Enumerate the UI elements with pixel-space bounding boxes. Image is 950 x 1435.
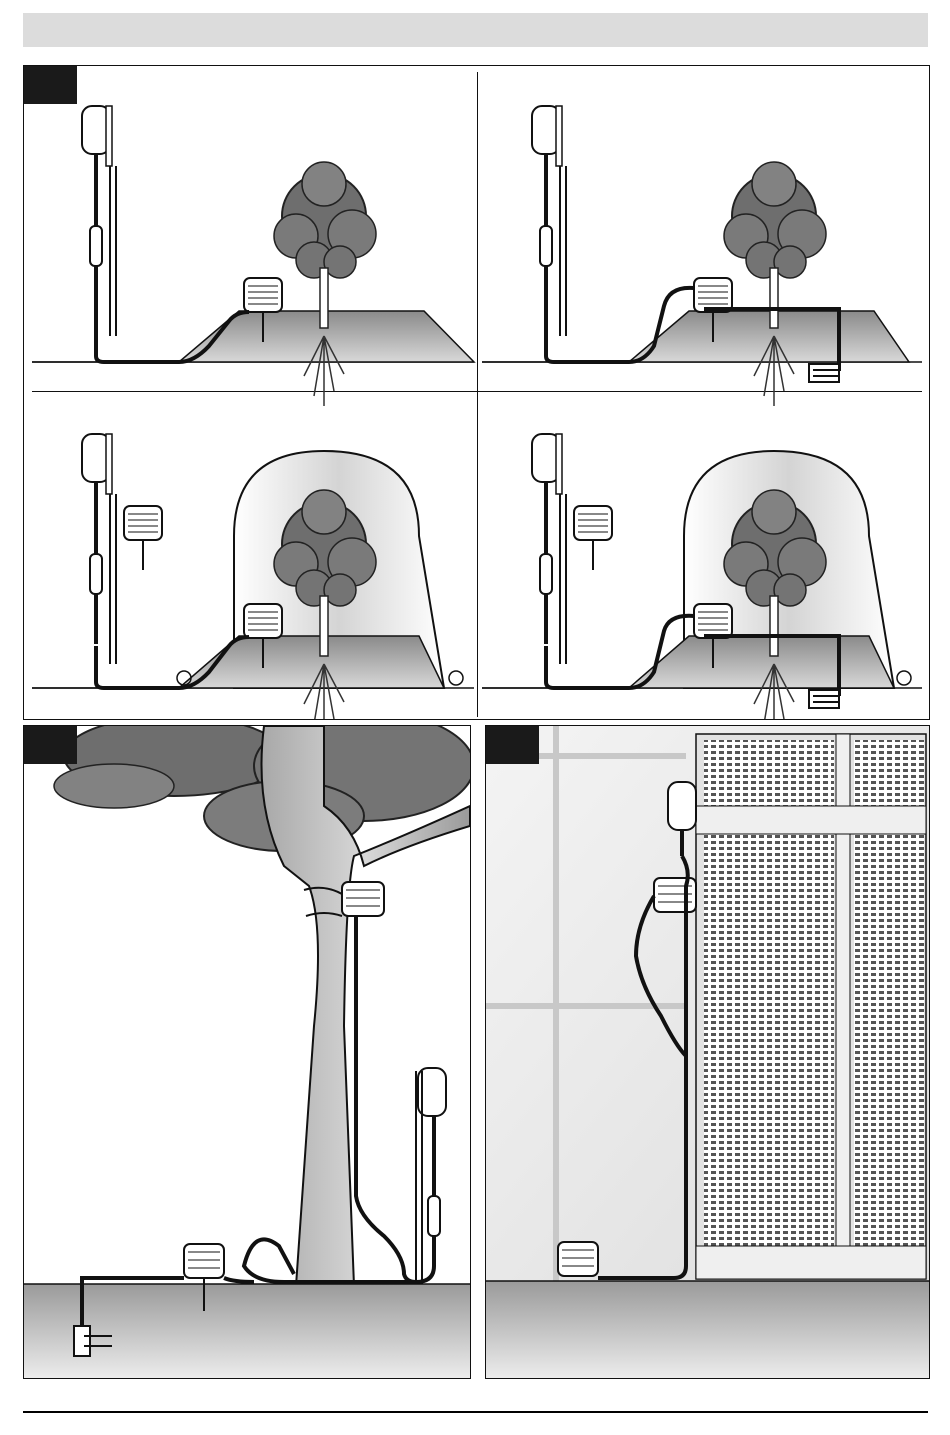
panel-garden-bed-extension xyxy=(482,106,922,406)
figure-b-step-tab xyxy=(24,726,77,764)
panel-greenhouse-extension xyxy=(482,434,922,719)
figure-c-artwork xyxy=(486,726,929,1378)
panel-garden-bed-basic xyxy=(32,106,474,406)
panel-greenhouse-basic xyxy=(32,434,474,719)
figure-c-frame xyxy=(485,725,930,1379)
soil-stake-icon xyxy=(809,364,839,382)
sensor-icon xyxy=(558,1242,598,1276)
hose-tap-icon xyxy=(82,434,116,664)
hose-tap-icon xyxy=(532,106,566,336)
figure-b-artwork xyxy=(24,726,470,1378)
figure-c-step-tab xyxy=(486,726,539,764)
page-footer-rule xyxy=(23,1411,928,1413)
figure-a-frame xyxy=(23,65,930,720)
hose-tap-icon xyxy=(532,434,566,664)
tree-icon xyxy=(274,162,376,406)
sensor-icon xyxy=(654,878,696,912)
sensor-icon xyxy=(574,506,612,570)
soil-stake-icon xyxy=(809,690,839,708)
page-header-bar xyxy=(23,13,928,47)
hose-tap-icon xyxy=(82,106,116,336)
hose xyxy=(82,916,434,1326)
trellis-stack xyxy=(696,734,926,1279)
hose-tap-icon xyxy=(416,1068,446,1284)
figure-a-artwork xyxy=(24,66,929,719)
figure-b-frame xyxy=(23,725,471,1379)
sensor-icon xyxy=(124,506,162,570)
